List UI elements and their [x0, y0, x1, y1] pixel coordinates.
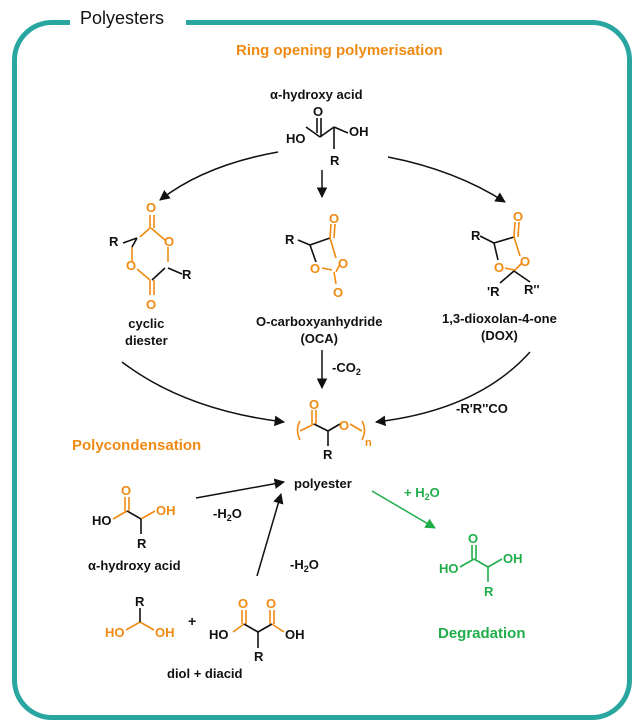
arrow-acid-to-diester [159, 151, 279, 201]
top-acid-ho: HO [286, 131, 306, 146]
oca-o-ring-left: O [310, 261, 320, 276]
oca-r: R [285, 232, 295, 247]
arrow-polyester-to-degradation [371, 490, 436, 529]
arrow-diester-to-polyester [121, 361, 286, 427]
dox-r: R [471, 228, 481, 243]
section-ring-opening: Ring opening polymerisation [236, 42, 443, 59]
diester-r-right: R [182, 267, 192, 282]
label-minus-co2: -CO2 [332, 360, 361, 377]
left-acid-r: R [137, 536, 147, 551]
diacid-o-left: O [238, 596, 248, 611]
diacid-r: R [254, 649, 264, 664]
diacid-structure [232, 610, 285, 648]
plus-sign: + [188, 613, 196, 629]
label-minus-h2o-diol: -H2O [290, 557, 319, 574]
top-acid-r: R [330, 153, 340, 168]
degradation-acid-ho: HO [439, 561, 459, 576]
label-cyclic-diester: cyclic diester [125, 316, 168, 348]
diester-o-ring-right: O [164, 234, 174, 249]
degradation-acid-structure [459, 545, 503, 582]
top-acid-o: O [313, 104, 323, 119]
oca-o-bottom: O [333, 285, 343, 300]
label-diol-diacid: diol + diacid [167, 666, 243, 681]
polyester-o-carbonyl: O [309, 397, 319, 412]
dox-o-ring-left: O [494, 260, 504, 275]
polyester-o-ester: O [339, 418, 349, 433]
arrow-acid-to-dox [387, 156, 506, 203]
diacid-ho: HO [209, 627, 229, 642]
oca-o-ring-right: O [338, 256, 348, 271]
dox-r-double-prime: R'' [524, 282, 540, 297]
label-oca: O-carboxyanhydride (OCA) [256, 314, 383, 346]
diol-oh: OH [155, 625, 175, 640]
polyester-structure [296, 410, 366, 446]
oca-structure [297, 223, 341, 285]
degradation-acid-oh: OH [503, 551, 523, 566]
label-left-acid: α-hydroxy acid [88, 558, 181, 573]
diol-structure [125, 608, 155, 631]
diester-r-left: R [109, 234, 119, 249]
label-minus-h2o-acid: -H2O [213, 506, 242, 523]
degradation-acid-r: R [484, 584, 494, 599]
polyester-r: R [323, 447, 333, 462]
left-acid-oh: OH [156, 503, 176, 518]
cyclic-diester-structure [122, 215, 183, 295]
section-degradation: Degradation [438, 625, 526, 642]
dox-structure [479, 221, 531, 284]
left-acid-structure [112, 497, 156, 534]
label-polyester: polyester [294, 476, 352, 491]
arrow-dox-to-polyester [374, 351, 531, 427]
diacid-o-right: O [266, 596, 276, 611]
top-acid-structure [305, 118, 349, 149]
top-acid-oh: OH [349, 124, 369, 139]
dox-o-top: O [513, 209, 523, 224]
label-top-acid: α-hydroxy acid [270, 87, 363, 102]
degradation-acid-o: O [468, 531, 478, 546]
diacid-oh: OH [285, 627, 305, 642]
polyester-n: n [365, 437, 372, 449]
diester-o-top: O [146, 200, 156, 215]
reaction-scheme: O HO OH R O O O O R R O O O O R [92, 104, 540, 664]
arrow-acid-to-polyester [195, 478, 286, 499]
panel-title: Polyesters [80, 8, 165, 28]
left-acid-ho: HO [92, 513, 112, 528]
label-minus-rrco: -R'R''CO [456, 401, 508, 416]
diol-r: R [135, 594, 145, 609]
diol-ho: HO [105, 625, 125, 640]
dox-r-prime: 'R [487, 284, 500, 299]
left-acid-o: O [121, 483, 131, 498]
label-dox: 1,3-dioxolan-4-one (DOX) [442, 311, 557, 343]
oca-o-top: O [329, 211, 339, 226]
section-polycondensation: Polycondensation [72, 437, 202, 454]
diester-o-bottom: O [146, 297, 156, 312]
title-mask [70, 6, 186, 36]
diester-o-ring-left: O [126, 258, 136, 273]
arrow-diol-diacid-to-polyester [256, 492, 284, 577]
label-plus-h2o: + H2O [404, 485, 440, 502]
dox-o-ring-right: O [520, 254, 530, 269]
